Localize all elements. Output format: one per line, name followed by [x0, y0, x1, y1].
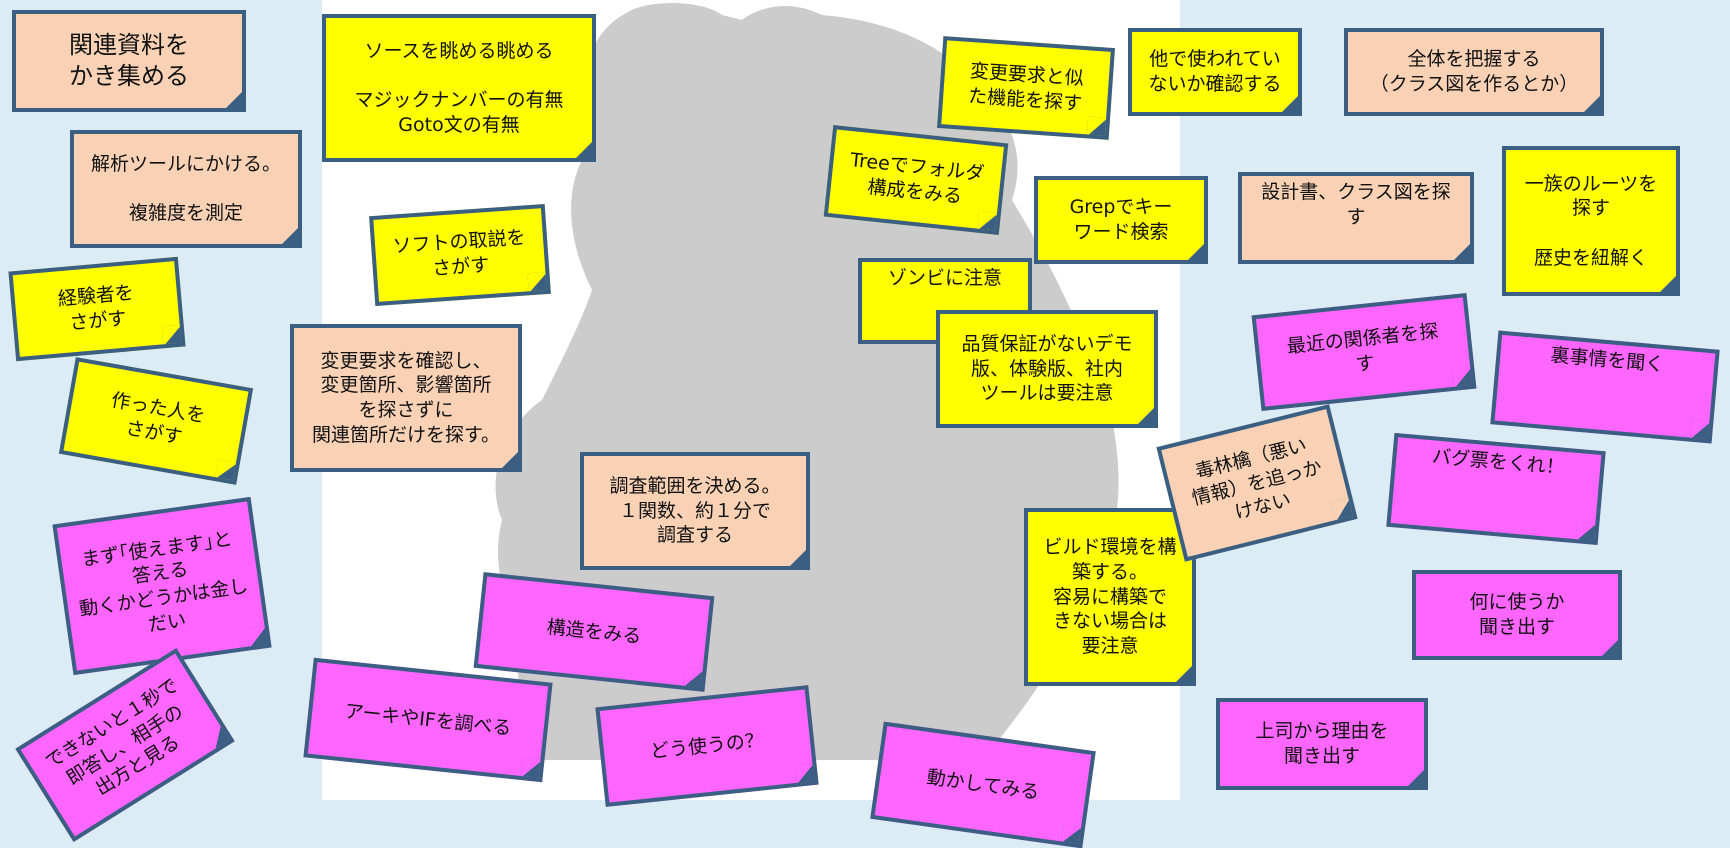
note-ask-boss-reason[interactable]: 上司から理由を 聞き出す: [1216, 698, 1428, 790]
note-grep-search[interactable]: Grepでキー ワード検索: [1034, 176, 1208, 264]
note-find-recent-people[interactable]: 最近の関係者を探 す: [1251, 292, 1477, 412]
note-poison-apple[interactable]: 毒林檎（悪い 情報）を追っか けない: [1156, 404, 1358, 562]
note-build-env[interactable]: ビルド環境を構 築する。 容易に構築で きない場合は 要注意: [1024, 508, 1196, 686]
note-find-design-docs[interactable]: 設計書、クラス図を探 す: [1238, 172, 1474, 264]
note-grasp-overall[interactable]: 全体を把握する （クラス図を作るとか）: [1344, 28, 1604, 116]
note-check-other-usage[interactable]: 他で使われてい ないか確認する: [1128, 28, 1302, 116]
note-find-similar-feature[interactable]: 変更要求と似 た機能を探す: [937, 36, 1115, 140]
note-family-roots[interactable]: 一族のルーツを 探す 歴史を紐解く: [1502, 146, 1680, 296]
note-find-experienced[interactable]: 経験者を さがす: [8, 256, 186, 362]
note-answer-no[interactable]: できないと１秒で 即答し、相手の 出方と見る: [15, 648, 235, 842]
note-check-change-request[interactable]: 変更要求を確認し、 変更箇所、影響箇所 を探さずに 関連箇所だけを探す。: [290, 324, 522, 472]
note-find-manual[interactable]: ソフトの取説を さがす: [369, 203, 551, 307]
note-say-usable[interactable]: まず｢使えます｣と 答える 動くかどうかは金し だい: [52, 496, 272, 676]
note-analysis-tool[interactable]: 解析ツールにかける。 複雑度を測定: [70, 130, 302, 248]
note-no-qa-warning[interactable]: 品質保証がないデモ 版、体験版、社内 ツールは要注意: [936, 310, 1158, 428]
note-read-source[interactable]: ソースを眺める眺める マジックナンバーの有無 Goto文の有無: [322, 14, 596, 162]
note-hear-inside-story[interactable]: 裏事情を聞く: [1490, 330, 1720, 444]
note-ask-purpose[interactable]: 何に使うか 聞き出す: [1412, 570, 1622, 660]
note-find-creator[interactable]: 作った人を さがす: [58, 357, 254, 485]
note-tree-folders[interactable]: Treeでフォルダ 構成をみる: [823, 125, 1009, 235]
note-decide-scope[interactable]: 調査範囲を決める。 １関数、約１分で 調査する: [580, 452, 810, 570]
note-gather-materials[interactable]: 関連資料を かき集める: [12, 10, 246, 112]
note-give-bug-report[interactable]: バグ票をくれ！: [1386, 432, 1606, 546]
